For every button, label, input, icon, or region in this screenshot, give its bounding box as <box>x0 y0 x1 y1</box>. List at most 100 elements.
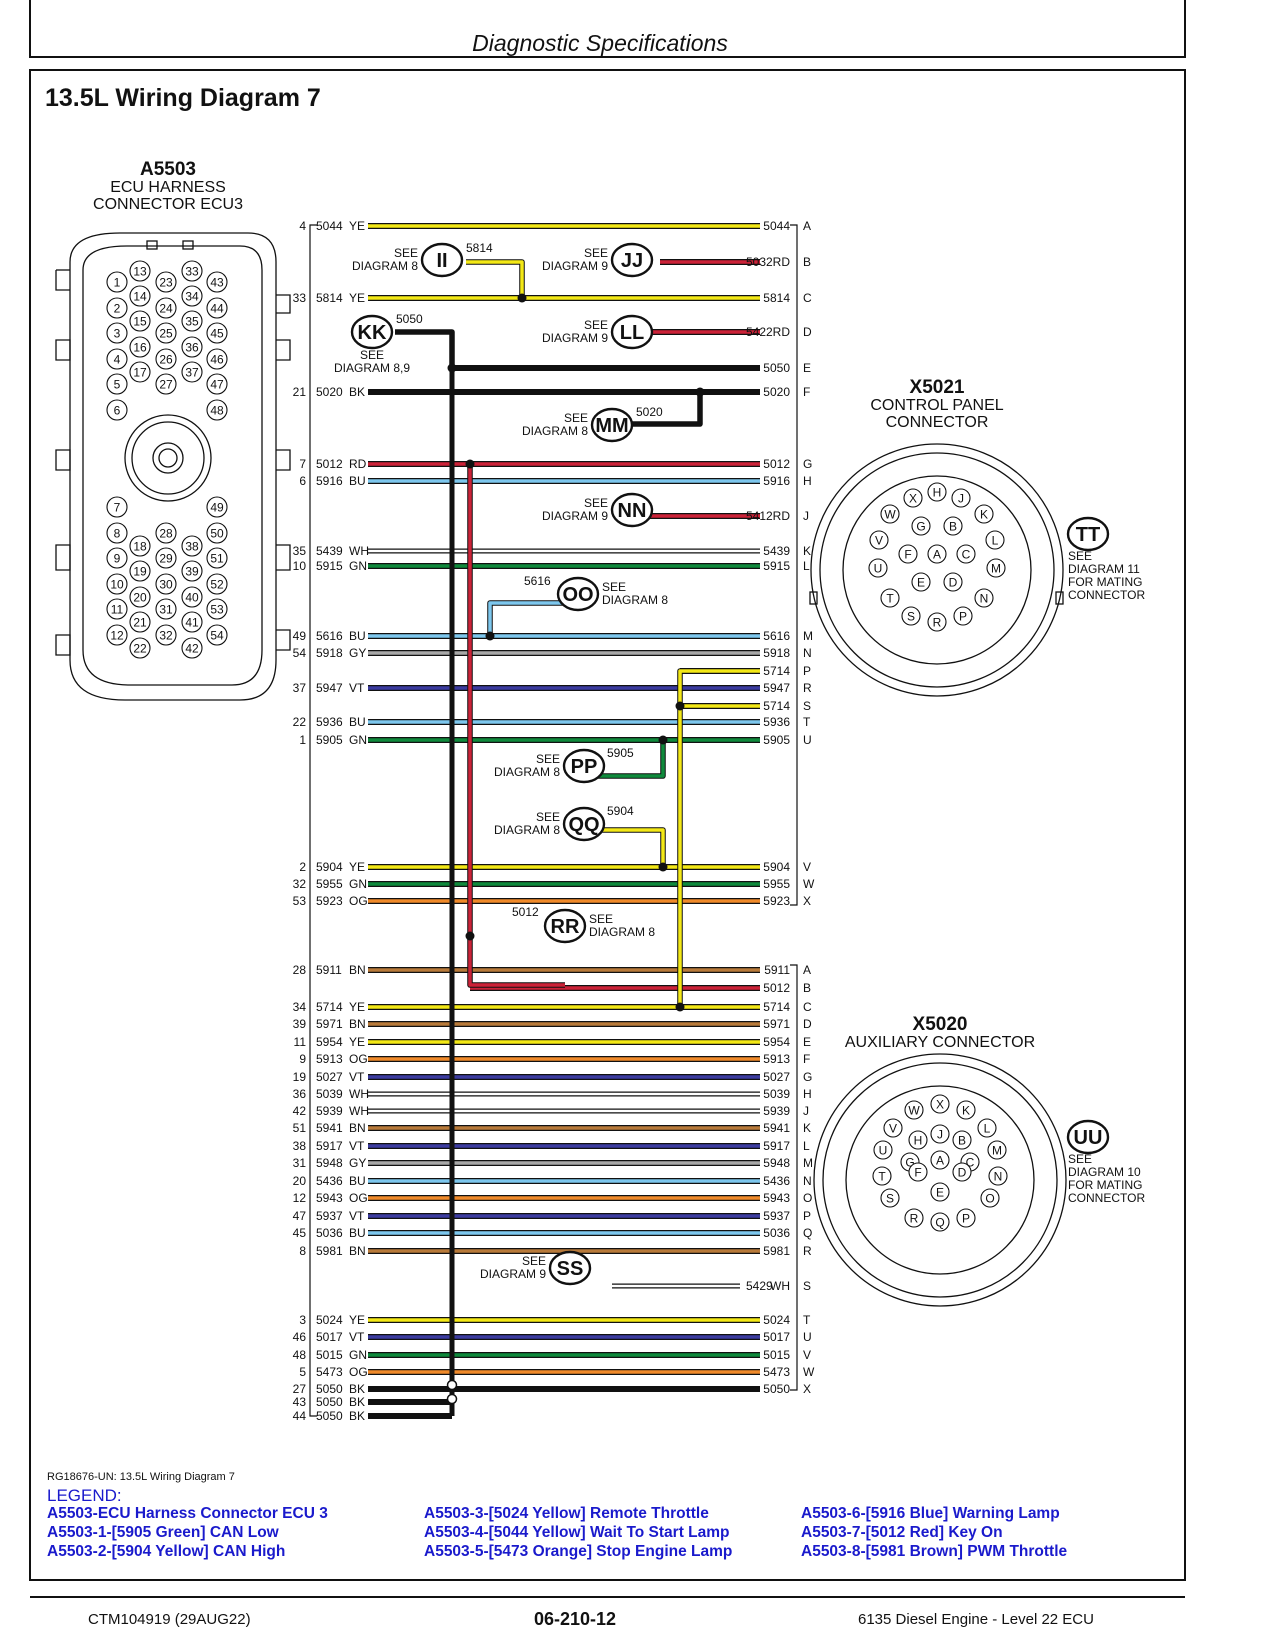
connector-pin-label: P <box>962 1212 970 1226</box>
wire-number: 5039 <box>316 1087 343 1101</box>
wire-number: 5032 <box>746 255 773 269</box>
legend-item: A5503-4-[5044 Yellow] Wait To Start Lamp <box>424 1524 730 1541</box>
ecu-pin <box>155 522 177 544</box>
connector-pin-label: H <box>914 1134 923 1148</box>
ecu-pin <box>129 361 151 383</box>
ecu-pin-label: 52 <box>210 578 224 592</box>
wire-number: 5436 <box>763 1174 790 1188</box>
ecu-pin-number: 49 <box>293 629 307 643</box>
wire-color: GN <box>349 1348 367 1362</box>
legend-item: A5503-6-[5916 Blue] Warning Lamp <box>801 1505 1060 1522</box>
connector-pin <box>880 1188 900 1208</box>
connector-pin-label: P <box>959 610 967 624</box>
ecu-pin <box>106 373 128 395</box>
wire-number: 5422 <box>746 325 773 339</box>
wire-number: 5050 <box>316 1395 343 1409</box>
ecu-pin <box>206 271 228 293</box>
ecu-pin-number: 47 <box>293 1209 307 1223</box>
wire-number: 5981 <box>316 1244 343 1258</box>
ecu-pin-number: 1 <box>299 733 306 747</box>
ref-see-text: SEE <box>584 246 608 260</box>
ecu-pin <box>106 399 128 421</box>
ecu-pin-label: 21 <box>133 616 147 630</box>
wire-number: 5616 <box>763 629 790 643</box>
ecu-connector-name-1: ECU HARNESS <box>110 179 226 196</box>
wire-color: GY <box>349 1156 366 1170</box>
ref-see-text: DIAGRAM 8 <box>589 925 655 939</box>
ecu-pin-number: 21 <box>293 385 307 399</box>
connector-pin-label: F <box>904 548 911 562</box>
ecu-pin <box>155 271 177 293</box>
legend-item: A5503-3-[5024 Yellow] Remote Throttle <box>424 1505 709 1522</box>
ecu-pin <box>106 547 128 569</box>
connector-pin-letter: P <box>803 664 811 678</box>
ecu-pin <box>106 496 128 518</box>
ecu-pin-number: 36 <box>293 1087 307 1101</box>
wire-number: 5904 <box>316 860 343 874</box>
ecu-pin <box>129 260 151 282</box>
ecu-pin-label: 2 <box>114 302 121 316</box>
ref-see-text: DIAGRAM 8 <box>602 593 668 607</box>
connector-pin-letter: D <box>803 1017 812 1031</box>
connector-pin-label: R <box>933 616 942 630</box>
connector-pin-label: G <box>916 520 925 534</box>
connector-pin-letter: B <box>803 981 811 995</box>
ref-see-text: DIAGRAM 9 <box>480 1267 546 1281</box>
ecu-pin-label: 8 <box>114 527 121 541</box>
wire-number: 5905 <box>763 733 790 747</box>
wire-color: RD <box>773 509 791 523</box>
connector-pin-label: V <box>889 1122 897 1136</box>
wire-number: 5916 <box>763 474 790 488</box>
wire-number: 5017 <box>316 1330 343 1344</box>
ecu-pin <box>129 586 151 608</box>
connector-pin-label: B <box>949 520 957 534</box>
legend-item: A5503-1-[5905 Green] CAN Low <box>47 1524 279 1541</box>
connector-pin-label: D <box>949 576 958 590</box>
connector-pin-letter: X <box>803 894 811 908</box>
ecu-pin-label: 32 <box>159 629 173 643</box>
ecu-pin <box>129 336 151 358</box>
connector-pin-letter: L <box>803 559 810 573</box>
ecu-pin-number: 38 <box>293 1139 307 1153</box>
ecu-pin-label: 15 <box>133 315 147 329</box>
wire-number: 5913 <box>316 1052 343 1066</box>
ref-see-text: DIAGRAM 9 <box>542 331 608 345</box>
wire-number: 5939 <box>763 1104 790 1118</box>
ecu-pin <box>106 624 128 646</box>
connector-pin-label: A <box>933 548 941 562</box>
connector-pin-label: A <box>936 1154 944 1168</box>
ecu-pin-label: 34 <box>185 290 199 304</box>
ref-bubble-shape <box>420 242 464 278</box>
wire-number: 5814 <box>316 291 343 305</box>
wire-color: BU <box>349 1226 366 1240</box>
wire-number: 5911 <box>764 963 790 977</box>
ecu-pin <box>206 573 228 595</box>
x5020-id: X5020 <box>913 1014 968 1035</box>
legend-item: A5503-ECU Harness Connector ECU 3 <box>47 1505 328 1522</box>
branch-traces <box>395 259 760 1416</box>
ref-code: UU <box>1074 1127 1103 1149</box>
connector-pin <box>911 572 931 592</box>
wire-number: 5439 <box>316 544 343 558</box>
connector-pin <box>943 516 963 536</box>
connector-pin-label: S <box>907 610 915 624</box>
connector-pin-letter: O <box>803 1191 812 1205</box>
connector-pin-label: C <box>962 548 971 562</box>
connector-pin-label: T <box>878 1170 886 1184</box>
wire-number: 5024 <box>316 1313 343 1327</box>
